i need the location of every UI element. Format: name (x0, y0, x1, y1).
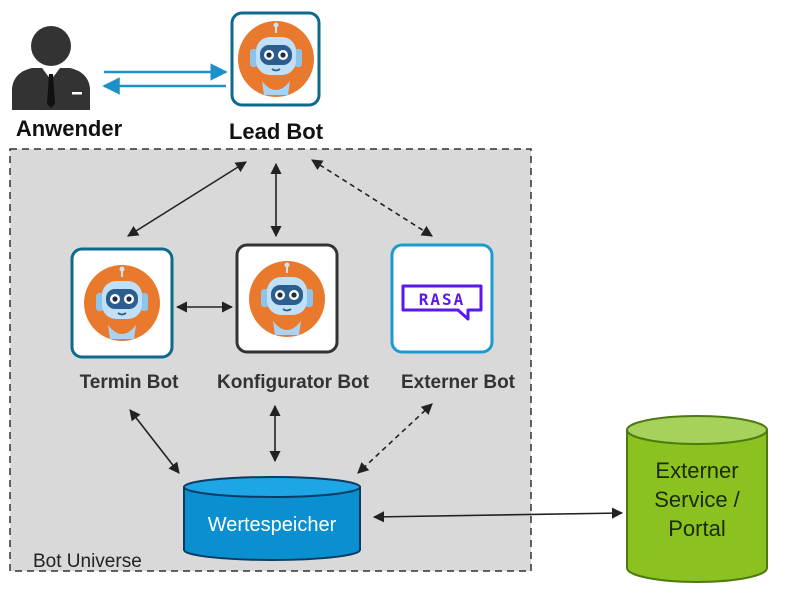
termin-bot-label: Termin Bot (80, 372, 180, 393)
datastore-cylinder (183, 476, 361, 561)
external-service-label-line3: Portal (668, 516, 725, 541)
rasa-logo-text: RASA (419, 290, 466, 309)
arrow-externerbot-datastore (357, 403, 433, 474)
externer-bot-node: RASA (390, 243, 494, 354)
arrow-datastore-externalservice (372, 507, 624, 523)
termin-bot-icon (83, 264, 161, 342)
externer-bot-label: Externer Bot (401, 372, 516, 393)
konfigurator-bot-node (235, 243, 339, 354)
termin-bot-node (70, 247, 174, 359)
rasa-logo-icon: RASA (401, 284, 483, 321)
datastore-label: Wertespeicher (208, 514, 337, 536)
external-service-cylinder (626, 415, 768, 583)
arrow-leadbot-terminbot (127, 161, 247, 237)
arrow-terminbot-datastore (129, 409, 180, 474)
lead-bot-label: Lead Bot (229, 119, 324, 144)
konfigurator-bot-label: Konfigurator Bot (217, 372, 370, 393)
bot-universe-label: Bot Universe (33, 551, 142, 572)
user-icon (12, 26, 90, 110)
external-service-label-line1: Externer (655, 458, 738, 483)
user-label: Anwender (16, 116, 123, 141)
lead-bot-node (230, 11, 321, 107)
lead-bot-icon (237, 20, 315, 98)
arrow-leadbot-externerbot (311, 159, 433, 237)
konfigurator-bot-icon (248, 260, 326, 338)
external-service-label-line2: Service / (654, 487, 740, 512)
